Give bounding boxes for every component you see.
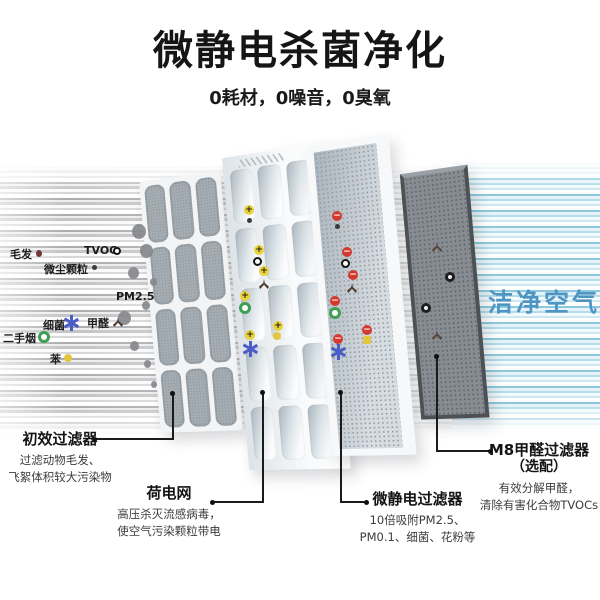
connector-dot	[210, 500, 215, 505]
caption-desc-line: 高压杀灭流感病毒，	[117, 507, 221, 521]
caption-title: 荷电网	[146, 484, 192, 502]
perforated-mesh	[313, 143, 403, 450]
caption-electrostatic-filter: 微静电过滤器 10倍吸附PM2.5、 PM0.1、细菌、花粉等	[355, 490, 480, 546]
clean-air-label: 洁净空气	[488, 288, 600, 317]
connector-line	[437, 450, 490, 452]
connector-line	[340, 393, 342, 503]
caption-title: 微静电过滤器	[372, 490, 463, 508]
dust-particle-icon	[92, 265, 97, 270]
caption-desc-line: 有效分解甲醛，	[498, 481, 580, 495]
connector-line	[95, 438, 174, 440]
connector-dot	[434, 354, 439, 359]
connector-dot	[260, 390, 265, 395]
connector-dot	[170, 391, 175, 396]
pollutant-label-smoke: 二手烟	[3, 332, 36, 345]
connector-dot	[364, 500, 369, 505]
caption-subtitle: （选配）	[511, 459, 567, 475]
pollutant-label-hair: 毛发	[10, 248, 32, 261]
connector-dot	[488, 449, 493, 454]
connector-line	[436, 357, 438, 452]
caption-desc-line: 使空气污染颗粒带电	[117, 524, 221, 538]
pollutant-label-dust: 微尘颗粒	[44, 263, 88, 276]
benzene-particle-icon	[64, 354, 72, 362]
caption-m8-filter: M8甲醛过滤器 （选配） 有效分解甲醛， 清除有害化合物TVOCs	[477, 441, 600, 514]
connector-dot	[92, 437, 97, 442]
page-title: 微静电杀菌净化	[153, 28, 447, 74]
connector-line	[213, 501, 264, 503]
connector-line	[172, 394, 174, 440]
caption-desc-line: 清除有害化合物TVOCs	[479, 498, 599, 512]
pollutant-label-tvoc: TVOC	[84, 244, 118, 257]
connector-line	[262, 393, 264, 503]
caption-charged-net: 荷电网 高压杀灭流感病毒， 使空气污染颗粒带电	[109, 484, 229, 540]
caption-desc-line: 过滤动物毛发、	[19, 453, 101, 467]
caption-primary-filter: 初效过滤器 过滤动物毛发、 飞絮体积较大污染物	[2, 430, 118, 486]
pollutant-label-bacteria: 细菌	[43, 319, 65, 332]
bacteria-particle-icon	[70, 315, 73, 331]
hair-particle-icon	[36, 250, 42, 257]
connector-line	[340, 501, 367, 503]
caption-desc-line: PM0.1、细菌、花粉等	[359, 530, 476, 544]
caption-desc-line: 10倍吸附PM2.5、	[369, 513, 466, 527]
connector-dot	[338, 390, 343, 395]
caption-title: M8甲醛过滤器	[488, 441, 590, 459]
smoke-particle-icon	[38, 331, 50, 343]
pollutant-label-pm25: PM2.5	[116, 290, 155, 303]
caption-desc-line: 飞絮体积较大污染物	[8, 470, 112, 484]
caption-title: 初效过滤器	[22, 430, 98, 448]
page-subtitle: 0耗材，0噪音，0臭氧	[209, 88, 391, 109]
pollutant-label-formaldehyde: 甲醛	[87, 317, 109, 330]
tvoc-particle-icon	[113, 247, 121, 255]
pollutant-label-benzene: 苯	[50, 353, 61, 366]
